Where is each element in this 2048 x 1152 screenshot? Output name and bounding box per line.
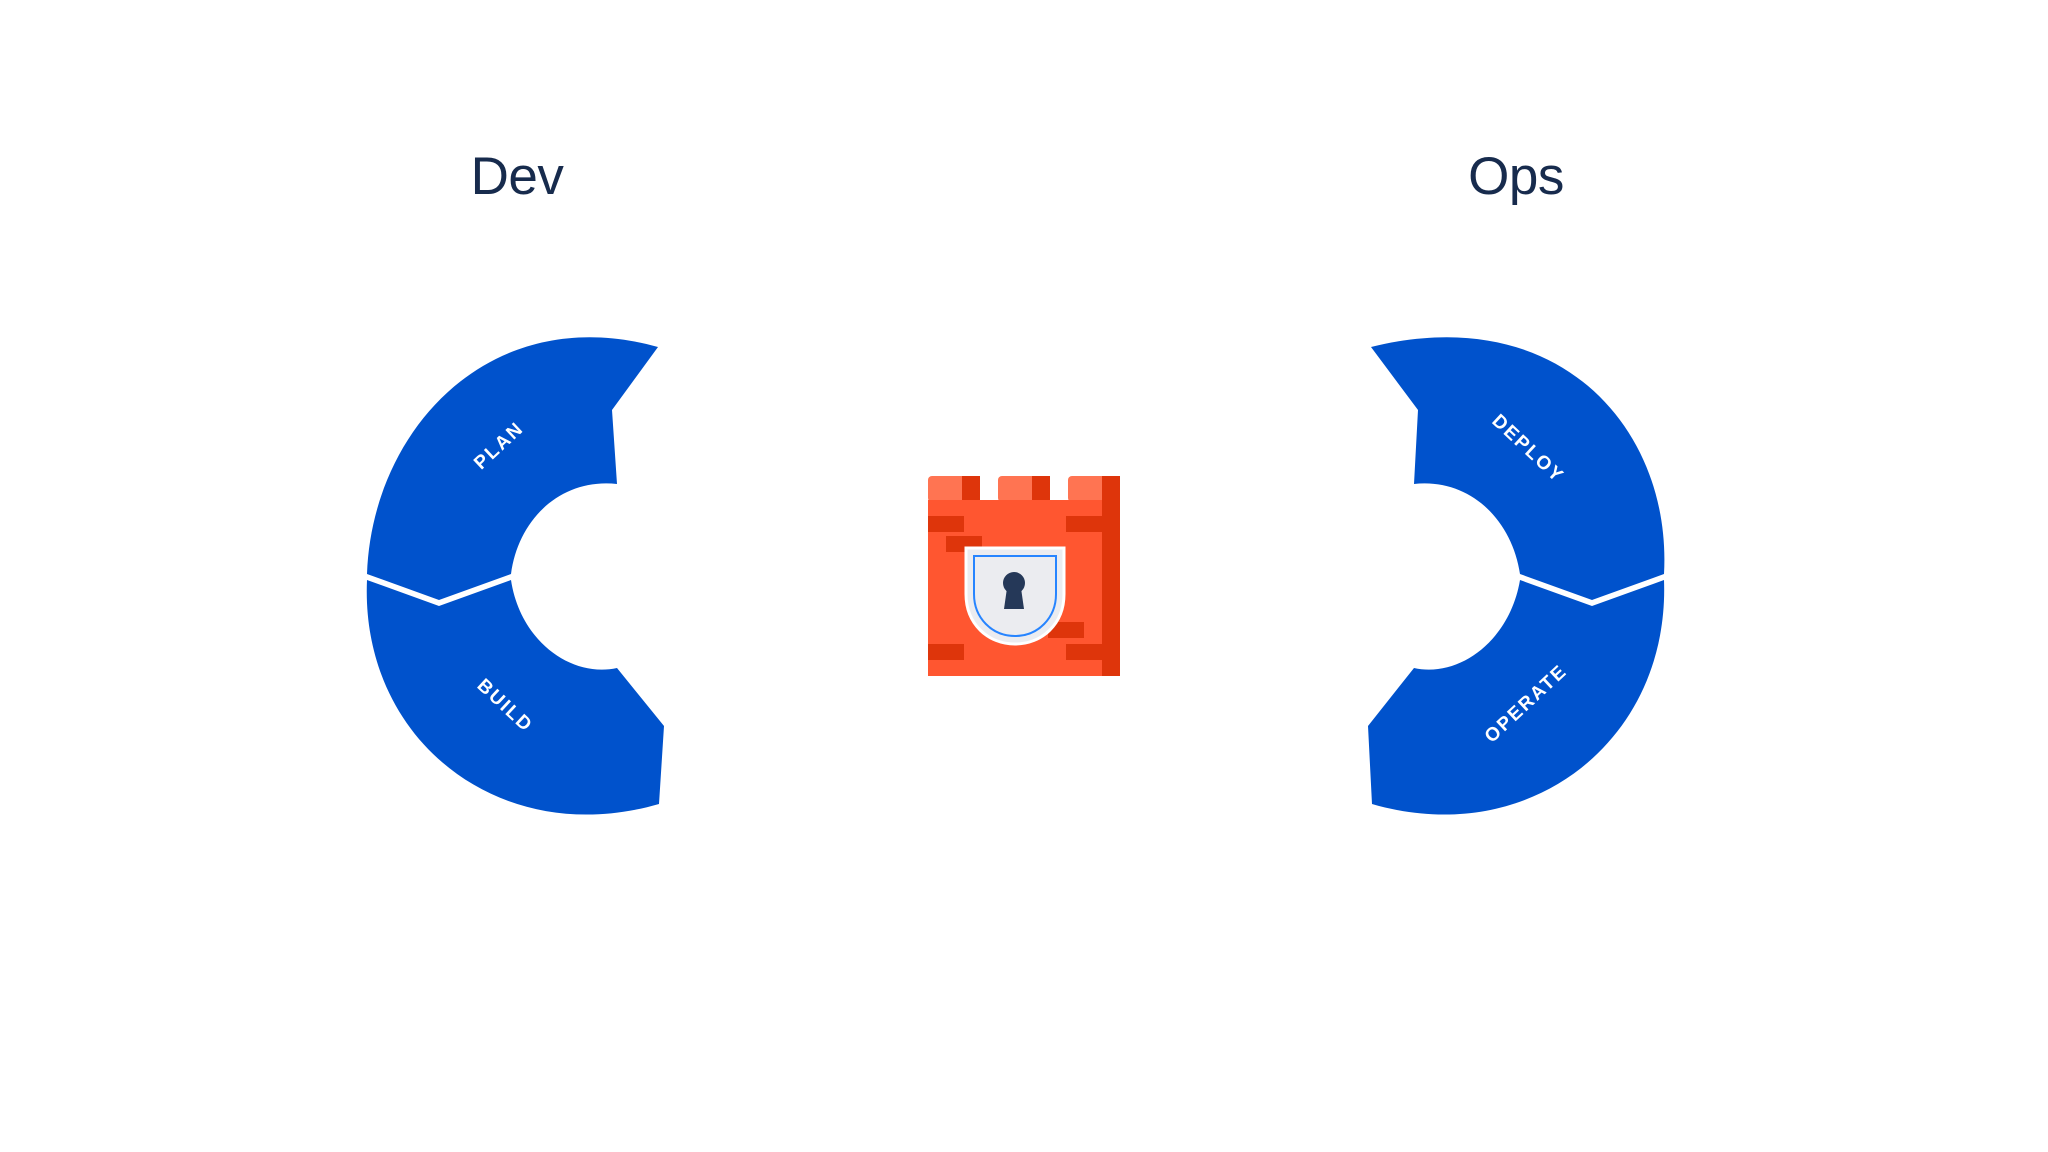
build-segment <box>366 580 664 815</box>
ops-loop: DEPLOY OPERATE <box>1368 337 1665 815</box>
dev-heading: Dev <box>470 147 564 206</box>
castle-lock-icon <box>928 476 1120 676</box>
dev-loop: PLAN BUILD <box>366 337 664 815</box>
operate-segment <box>1368 580 1665 815</box>
plan-segment <box>367 337 658 600</box>
ops-heading: Ops <box>1468 147 1564 206</box>
deploy-segment <box>1371 337 1665 600</box>
